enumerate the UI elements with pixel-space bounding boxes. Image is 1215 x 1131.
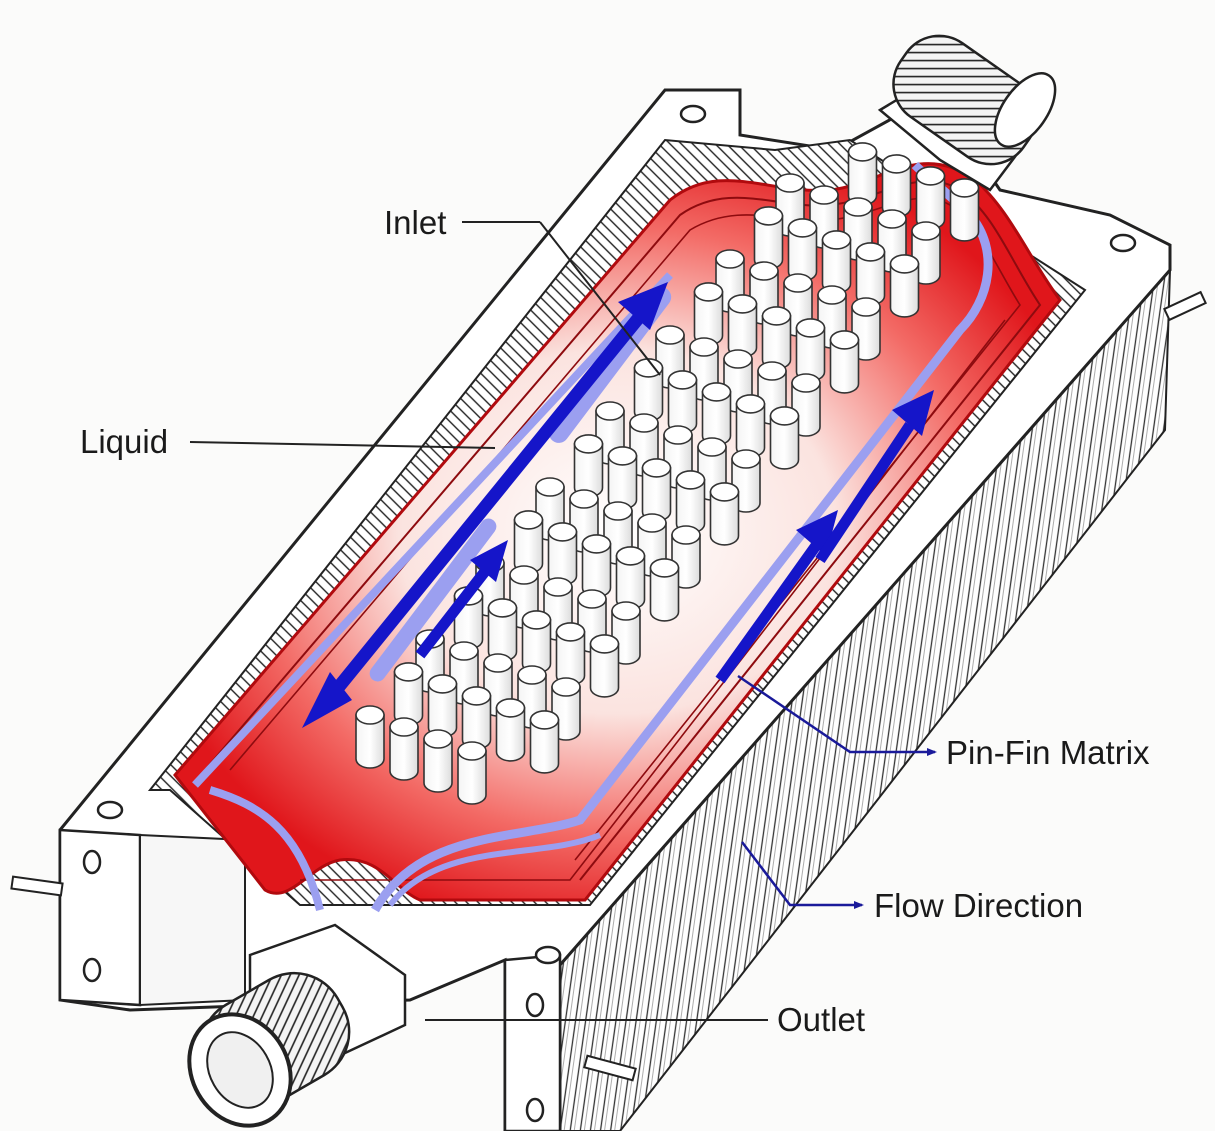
- pin-fin: [355, 705, 385, 769]
- mount-hole-icon: [534, 945, 562, 965]
- pin-fin: [513, 510, 544, 574]
- flow-arrow-head-icon: [892, 390, 934, 436]
- pin-fin: [829, 330, 860, 394]
- flow-arrow-head-icon: [302, 672, 352, 728]
- pin-fin: [727, 294, 758, 358]
- pin-fin: [423, 729, 453, 793]
- pin-fin: [769, 406, 800, 470]
- mount-hole-icon: [679, 104, 707, 124]
- pin-fin: [701, 382, 732, 446]
- outlet-fitting: [187, 923, 407, 1128]
- flow-arrow: [815, 421, 915, 564]
- flow-arrow: [415, 561, 495, 659]
- pin-fin: [693, 282, 724, 346]
- pin-fin: [847, 142, 878, 206]
- pin-fin: [487, 598, 518, 662]
- flow-channel: [208, 786, 324, 911]
- pin-fin: [889, 254, 920, 318]
- label-pin-fin-matrix: Pin-Fin Matrix: [946, 734, 1150, 771]
- side-pin: [1163, 290, 1207, 322]
- pin-fin: [589, 634, 620, 698]
- flow-arrow-head-icon: [618, 282, 668, 330]
- pin-fin: [881, 154, 912, 218]
- label-flow-direction: Flow Direction: [874, 887, 1083, 924]
- side-pin: [10, 875, 64, 897]
- annotations: [189, 221, 937, 1021]
- mount-hole-icon: [1109, 233, 1137, 253]
- pin-fin: [529, 710, 560, 774]
- leader-line-inlet: [539, 221, 661, 376]
- pin-fin: [581, 534, 612, 598]
- pin-fin: [555, 622, 586, 686]
- flow-arrow-head-icon: [470, 540, 508, 582]
- flow-channel: [387, 832, 602, 907]
- pin-fin: [949, 178, 980, 242]
- pin-fin: [641, 458, 672, 522]
- outlet-opening-inner: [206, 1031, 274, 1109]
- leader-line-liquid: [189, 441, 496, 449]
- pin-fin: [615, 546, 646, 610]
- pin-fin: [521, 610, 552, 674]
- flow-channel: [548, 287, 672, 443]
- left-end-face: [139, 833, 246, 1007]
- pin-fin: [495, 698, 526, 762]
- leader-line-flow-direction: [741, 841, 864, 909]
- pin-fin: [573, 434, 604, 498]
- flow-arrows: [302, 282, 934, 728]
- pin-fin: [667, 370, 698, 434]
- pin-fin: [855, 242, 886, 306]
- pin-fin: [649, 558, 680, 622]
- label-outlet: Outlet: [777, 1001, 865, 1038]
- pin-fin: [393, 662, 424, 726]
- pin-fin: [709, 482, 740, 546]
- label-inlet: Inlet: [384, 204, 446, 241]
- pin-fin-matrix: [355, 142, 980, 805]
- pin-fin: [915, 166, 946, 230]
- flow-channel: [192, 272, 673, 788]
- mount-hole-icon: [82, 957, 102, 983]
- pin-fin: [607, 446, 638, 510]
- pin-fin: [795, 318, 826, 382]
- flow-arrow: [314, 305, 651, 715]
- pin-fin: [735, 394, 766, 458]
- inlet-fitting: [877, 34, 1057, 192]
- pin-fin: [461, 686, 492, 750]
- pin-fin: [753, 206, 784, 270]
- flow-arrow: [715, 536, 825, 684]
- label-liquid: Liquid: [80, 423, 168, 460]
- pin-fin: [547, 522, 578, 586]
- pin-fin: [457, 741, 487, 805]
- side-pin: [583, 1054, 637, 1082]
- mount-hole-icon: [82, 849, 102, 875]
- flow-channel: [369, 518, 497, 682]
- pin-fin: [675, 470, 706, 534]
- pin-fin: [821, 230, 852, 294]
- mount-hole-icon: [525, 1097, 545, 1123]
- pin-fin: [633, 358, 664, 422]
- leader-line-pin-fin: [737, 674, 937, 756]
- inlet-opening: [993, 72, 1057, 148]
- pin-fin: [787, 218, 818, 282]
- pin-fin: [389, 717, 419, 781]
- mount-hole-icon: [525, 992, 545, 1018]
- pin-fin: [427, 674, 458, 738]
- mount-hole-icon: [96, 800, 124, 820]
- labels: Inlet Liquid Pin-Fin Matrix Flow Directi…: [80, 204, 1150, 1038]
- pin-fin: [761, 306, 792, 370]
